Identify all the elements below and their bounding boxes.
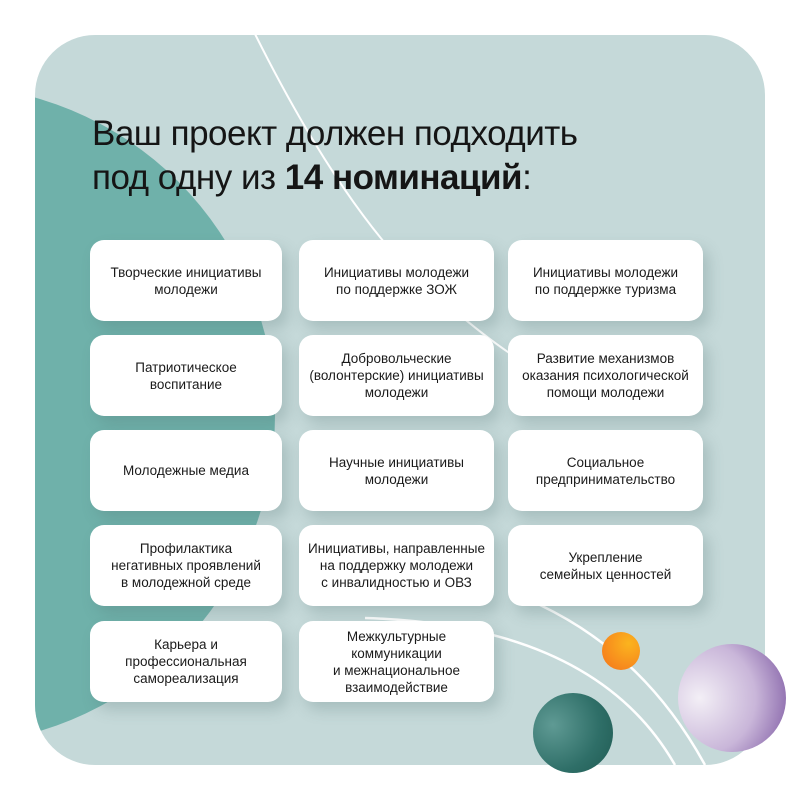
nomination-card: Развитие механизмов оказания психологиче… — [508, 335, 703, 416]
bottom-arc-outer — [539, 603, 707, 765]
purple-sphere — [678, 644, 786, 752]
nomination-card: Профилактика негативных проявлений в мол… — [90, 525, 282, 606]
nomination-card: Социальное предпринимательство — [508, 430, 703, 511]
page-title: Ваш проект должен подходить под одну из … — [92, 112, 578, 200]
nomination-card: Инициативы молодежи по поддержке туризма — [508, 240, 703, 321]
title-line-1: Ваш проект должен подходить — [92, 114, 578, 153]
nomination-card: Инициативы молодежи по поддержке ЗОЖ — [299, 240, 494, 321]
nomination-card: Межкультурные коммуникации и межнационал… — [299, 621, 494, 702]
nomination-card: Добровольческие (волонтерские) инициатив… — [299, 335, 494, 416]
nomination-card: Инициативы, направленные на поддержку мо… — [299, 525, 494, 606]
nomination-card: Карьера и профессиональная самореализаци… — [90, 621, 282, 702]
nomination-card: Молодежные медиа — [90, 430, 282, 511]
nomination-card: Творческие инициативы молодежи — [90, 240, 282, 321]
title-suffix: : — [522, 158, 532, 197]
title-line-2: под одну из 14 номинаций: — [92, 156, 578, 200]
title-prefix: под одну из — [92, 158, 285, 197]
dark-teal-sphere — [533, 693, 613, 773]
orange-sphere — [602, 632, 640, 670]
nomination-card: Патриотическое воспитание — [90, 335, 282, 416]
nomination-card: Укрепление семейных ценностей — [508, 525, 703, 606]
nomination-card: Научные инициативы молодежи — [299, 430, 494, 511]
title-count: 14 номинаций — [284, 158, 523, 197]
